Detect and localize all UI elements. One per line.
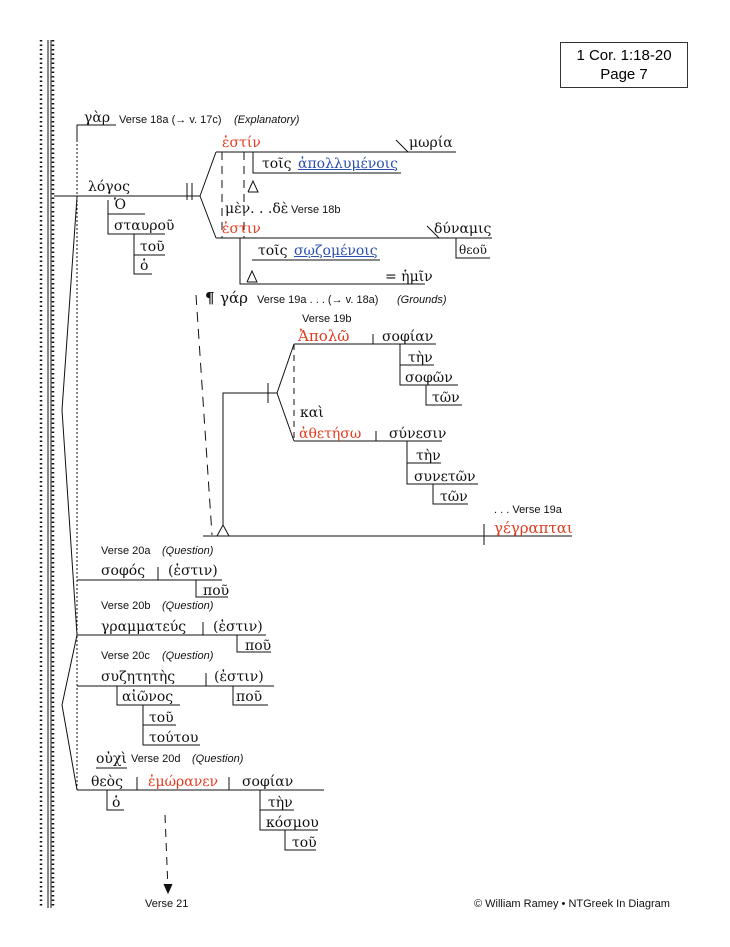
word-dunamis: δύναμις	[434, 221, 492, 237]
reference-line2: Page 7	[600, 66, 648, 83]
word-logos: λόγος	[88, 179, 130, 195]
verse-20d-label: Verse 20d	[131, 753, 181, 765]
word-ton-2: τῶν	[440, 489, 468, 505]
question-tag-20d: (Question)	[192, 753, 244, 765]
word-ten-3: τὴν	[268, 795, 293, 811]
word-pou-2: ποῦ	[245, 638, 272, 654]
word-estin-4: (ἐστιν)	[213, 619, 263, 635]
word-ton-1: τῶν	[432, 390, 460, 406]
word-toutou: τούτου	[149, 730, 199, 746]
conj-men-de: μὲν. . .δὲ	[225, 201, 289, 217]
verse-19a-label: Verse 19a . . . (→ v. 18a)	[257, 294, 379, 306]
paragraph-mark: ¶	[205, 289, 215, 307]
word-tois-2: τοῖς	[258, 243, 288, 259]
word-ten-1: τὴν	[408, 350, 433, 366]
word-tois-1: τοῖς	[262, 156, 292, 172]
gar-19a: γάρ	[220, 289, 248, 307]
word-sophian-1: σοφίαν	[382, 329, 434, 345]
word-sunesin: σύνεσιν	[389, 426, 447, 442]
word-estin-3: (ἐστιν)	[168, 563, 218, 579]
word-ho-3: ὁ	[112, 795, 121, 811]
verb-atheteso: ἀθετήσω	[299, 426, 362, 442]
word-ho: Ὁ	[114, 197, 127, 213]
word-theou: θεοῦ	[459, 243, 487, 257]
verb-estin-1: ἐστίν	[222, 135, 261, 151]
gar18a-line	[76, 124, 116, 140]
word-staurou: σταυροῦ	[114, 218, 175, 234]
question-tag-20a: (Question)	[162, 545, 214, 557]
word-sophos: σοφός	[101, 563, 146, 579]
verb-estin-2: ἐστιν	[222, 221, 261, 237]
participle-sozomenois: σῳζομένοις	[294, 243, 378, 259]
grounds-tag: (Grounds)	[397, 294, 447, 306]
verb-emoranen: ἐμώρανεν	[148, 774, 218, 790]
word-suzetetes: συζητητὴς	[101, 669, 176, 685]
word-sophon: σοφῶν	[405, 370, 453, 386]
word-pou-1: ποῦ	[203, 583, 230, 599]
word-moria: μωρία	[409, 135, 453, 151]
left-bracket-2	[61, 634, 78, 791]
verse-18a-label: Verse 18a (→ v. 17c)	[119, 114, 222, 126]
verse-19a-end-label: . . . Verse 19a	[494, 504, 562, 516]
word-eq-hemin: = ἡμῖν	[385, 269, 433, 285]
word-suneton: συνετῶν	[414, 469, 476, 485]
word-kosmou: κόσμου	[266, 815, 319, 831]
reference-box: 1 Cor. 1:18-20 Page 7	[560, 42, 688, 88]
word-tou: τοῦ	[140, 239, 165, 255]
explanatory-tag: (Explanatory)	[234, 114, 300, 126]
verse-21-label: Verse 21	[145, 898, 189, 910]
word-estin-5: (ἐστιν)	[214, 669, 264, 685]
reference-line1: 1 Cor. 1:18-20	[576, 47, 672, 64]
verse-20c-label: Verse 20c	[101, 650, 150, 662]
left-bracket-1	[61, 196, 78, 636]
conj-kai: καὶ	[300, 405, 324, 421]
verse-20b-label: Verse 20b	[101, 600, 151, 612]
copyright: © William Ramey • NTGreek In Diagram	[474, 898, 670, 910]
word-sophian-2: σοφίαν	[242, 774, 294, 790]
question-tag-20c: (Question)	[162, 650, 214, 662]
verse-18b-label: Verse 18b	[291, 204, 341, 216]
gar-18a: γὰρ	[84, 110, 111, 126]
verb-gegraptai: γέγραπται	[494, 519, 573, 537]
verb-apolo: Ἀπολῶ	[298, 327, 350, 345]
question-tag-20b: (Question)	[162, 600, 214, 612]
verse-19b-label: Verse 19b	[302, 313, 352, 325]
word-theos: θεὸς	[91, 774, 123, 790]
word-grammateus: γραμματεύς	[101, 619, 187, 635]
verse-20a-label: Verse 20a	[101, 545, 151, 557]
word-tou-3: τοῦ	[292, 835, 317, 851]
word-ho-2: ὁ	[140, 258, 149, 274]
word-tou-2: τοῦ	[149, 710, 174, 726]
word-ouchi: οὐχὶ	[96, 751, 127, 767]
word-pou-3: ποῦ	[236, 689, 263, 705]
participle-apollumenois: ἀπολλυμένοις	[298, 156, 398, 172]
word-ten-2: τὴν	[416, 448, 441, 464]
word-aionos: αἰῶνος	[122, 689, 174, 705]
